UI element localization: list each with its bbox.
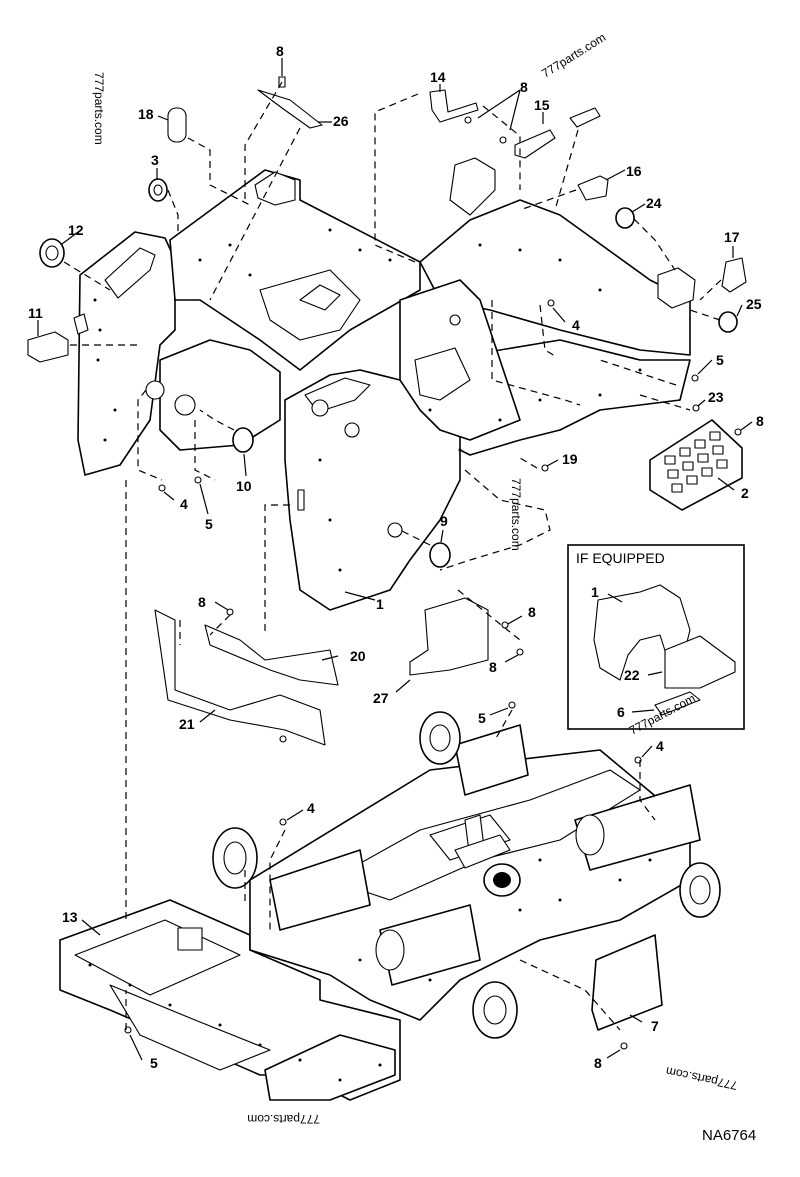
drawing-number: NA6764	[702, 1127, 756, 1144]
callout-5: 5	[205, 516, 213, 532]
callout-8: 8	[198, 594, 206, 610]
part-26-rod-plate	[257, 76, 323, 129]
callout-2: 2	[741, 485, 749, 501]
callout-4: 4	[307, 800, 315, 816]
if-equipped-title: IF EQUIPPED	[576, 550, 665, 566]
callout-7: 7	[651, 1018, 659, 1034]
part-27-cover	[409, 597, 489, 676]
callout-4: 4	[180, 496, 188, 512]
callout-19: 19	[562, 451, 578, 467]
callout-26: 26	[333, 113, 349, 129]
part-3-bushing	[148, 178, 168, 202]
part-15-bracket	[514, 107, 601, 159]
callout-5: 5	[716, 352, 724, 368]
callout-13: 13	[62, 909, 78, 925]
if-equipped-callout-6: 6	[617, 704, 625, 720]
callout-11: 11	[28, 305, 43, 321]
part-24-bushing	[615, 207, 635, 229]
part-16-clip	[577, 175, 609, 201]
part-25-bushing	[718, 311, 738, 333]
watermark-top-right: 777parts.com	[539, 30, 608, 80]
part-17-bracket	[721, 257, 747, 293]
callout-21: 21	[179, 716, 195, 732]
if-equipped-callout-1: 1	[591, 584, 599, 600]
callout-1: 1	[376, 596, 384, 612]
callout-8: 8	[520, 79, 528, 95]
main-frame-assembly	[77, 157, 696, 611]
callout-20: 20	[350, 648, 366, 664]
callout-12: 12	[68, 222, 84, 238]
watermark-left: 777parts.com	[92, 72, 106, 145]
callout-14: 14	[430, 69, 446, 85]
callout-4: 4	[572, 317, 580, 333]
callout-15: 15	[534, 97, 550, 113]
lower-chassis-assembly	[59, 711, 721, 1101]
callout-17: 17	[724, 229, 740, 245]
if-equipped-callout-22: 22	[624, 667, 640, 683]
part-20-shield	[204, 624, 339, 686]
callout-25: 25	[746, 296, 762, 312]
part-10-bushing	[232, 427, 254, 453]
watermark-bottom-left: 777parts.com	[247, 1112, 320, 1126]
callout-4: 4	[656, 738, 664, 754]
callout-8: 8	[756, 413, 764, 429]
callout-5: 5	[150, 1055, 158, 1071]
part-2-grille	[649, 419, 743, 511]
part-21-shield	[154, 609, 326, 746]
assembly-dashed-lines	[63, 81, 722, 1031]
watermark-bottom-right: 777parts.com	[665, 1064, 739, 1093]
callout-23: 23	[708, 389, 724, 405]
callout-3: 3	[151, 152, 159, 168]
callout-16: 16	[626, 163, 642, 179]
callout-18: 18	[138, 106, 154, 122]
callout-9: 9	[440, 513, 448, 529]
if-equipped-box: IF EQUIPPED 1 22 6	[567, 544, 745, 730]
part-11-bracket	[27, 313, 89, 363]
watermark-center: 777parts.com	[509, 478, 523, 551]
callout-8: 8	[276, 43, 284, 59]
part-9-bushing	[429, 542, 451, 568]
callout-8: 8	[489, 659, 497, 675]
callout-24: 24	[646, 195, 662, 211]
callout-8: 8	[594, 1055, 602, 1071]
hardware-fasteners	[124, 116, 742, 1050]
callout-8: 8	[528, 604, 536, 620]
part-18-slot-plate	[167, 107, 187, 143]
part-7-cover	[591, 934, 663, 1031]
callout-10: 10	[236, 478, 252, 494]
callout-27: 27	[373, 690, 389, 706]
part-14-bracket	[429, 89, 479, 123]
part-12-bushing	[39, 238, 65, 268]
callout-numbers: 8 26 18 3 14 8 15 16 24 12 17 11 4 25 5 …	[28, 43, 764, 1071]
callout-leader-lines	[37, 58, 753, 1061]
callout-5: 5	[478, 710, 486, 726]
